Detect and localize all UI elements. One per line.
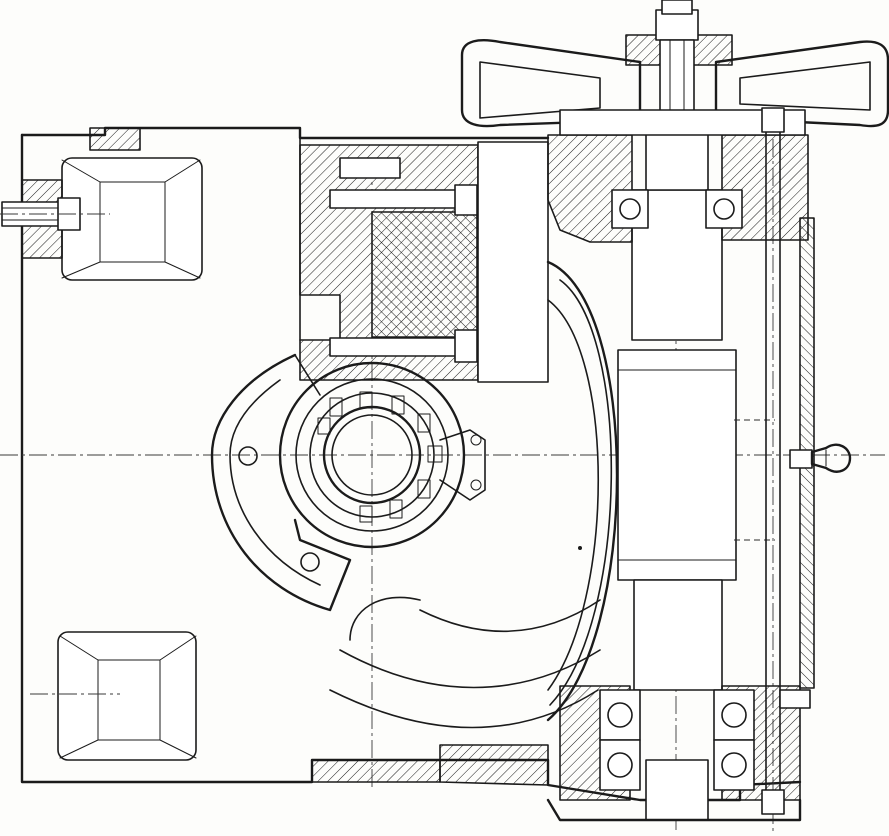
- lower-inspection-cover: [30, 631, 197, 761]
- left-bolt: [0, 197, 110, 231]
- lower-bearing-housing: [546, 685, 802, 822]
- cutaway-disc: [210, 353, 352, 612]
- knob: [789, 443, 852, 473]
- worm-shaft: [617, 129, 775, 691]
- upper-inspection-cover: [21, 127, 203, 281]
- base-section: [311, 744, 549, 786]
- upper-bearing-block: [299, 141, 549, 383]
- output-bearing: [278, 361, 486, 549]
- side-cover-plate: [761, 107, 815, 815]
- upper-bearing-housing: [547, 109, 809, 243]
